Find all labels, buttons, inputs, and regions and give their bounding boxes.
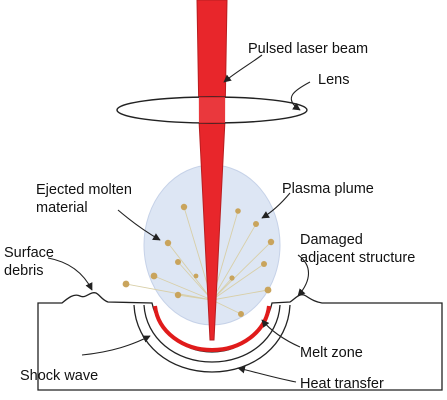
label-ejected-molten-1: Ejected molten (36, 182, 132, 198)
melt-zone (153, 305, 271, 353)
molten-particles (122, 196, 275, 317)
label-melt-zone: Melt zone (300, 345, 363, 361)
label-pulsed-laser-beam: Pulsed laser beam (248, 41, 368, 57)
label-ejected-molten-2: material (36, 200, 88, 216)
label-damaged-2: adjacent structure (300, 250, 415, 266)
label-heat-transfer: Heat transfer (300, 376, 384, 392)
leader-arrows (47, 54, 311, 383)
label-surface-debris-2: debris (4, 263, 44, 279)
label-shock-wave: Shock wave (20, 368, 98, 384)
shock-wave-arc (143, 304, 281, 363)
label-lens: Lens (318, 72, 349, 88)
label-plasma-plume: Plasma plume (282, 181, 374, 197)
label-surface-debris-1: Surface (4, 245, 54, 261)
label-damaged-1: Damaged (300, 232, 363, 248)
